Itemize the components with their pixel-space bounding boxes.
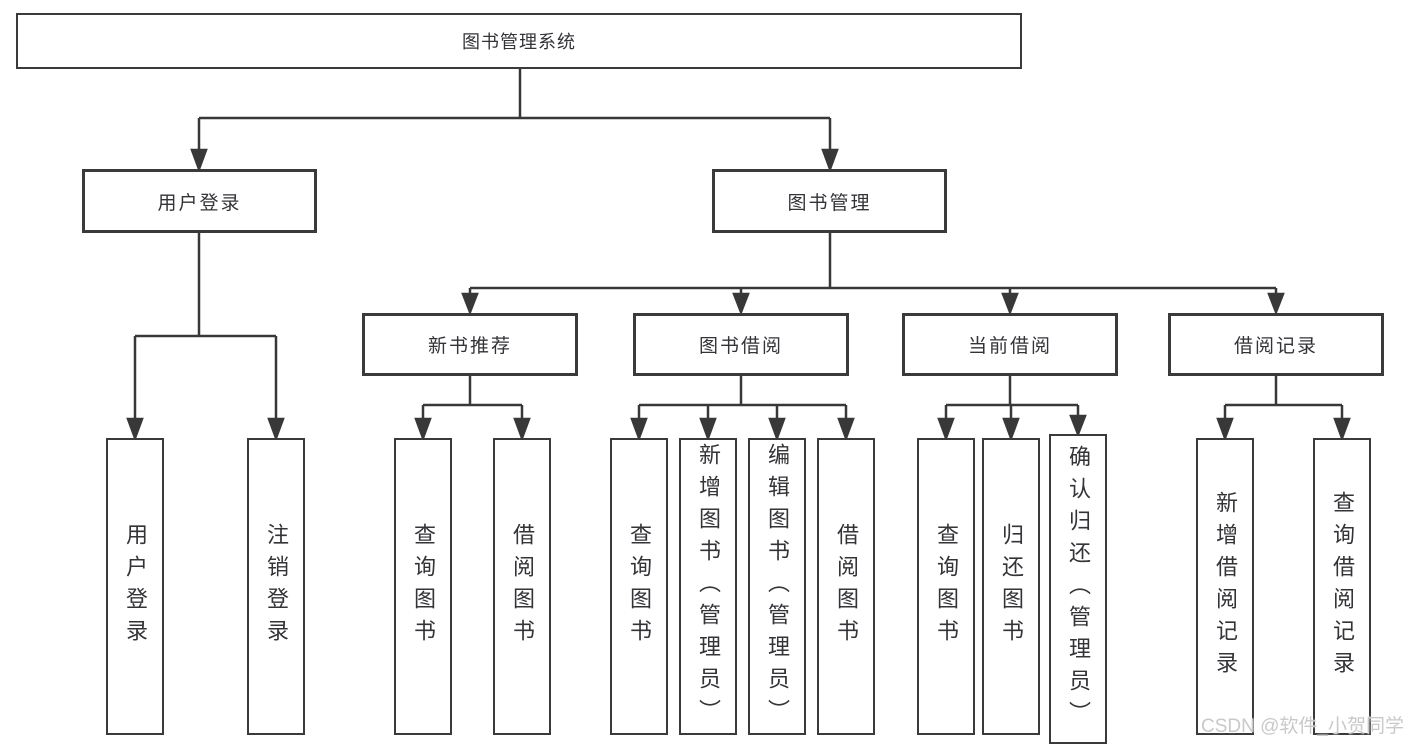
watermark: CSDN @软件_小贺同学 bbox=[1201, 716, 1404, 737]
node-label: 注销登录 bbox=[264, 522, 289, 651]
leaf-query-book-recommend: 查询图书 bbox=[394, 438, 452, 735]
node-label: 查询图书 bbox=[934, 522, 959, 651]
node-label: 图书管理 bbox=[787, 192, 872, 214]
node-book-management: 图书管理 bbox=[712, 169, 947, 233]
node-new-book-recommend: 新书推荐 bbox=[362, 313, 578, 376]
node-current-borrow: 当前借阅 bbox=[902, 313, 1118, 376]
node-label: 图书借阅 bbox=[698, 336, 783, 357]
node-label: 借阅记录 bbox=[1233, 336, 1318, 357]
node-label: 确认归还（管理员） bbox=[1066, 445, 1091, 733]
leaf-borrow-book-recommend: 借阅图书 bbox=[493, 438, 551, 735]
node-label: 归还图书 bbox=[999, 522, 1024, 651]
node-label: 新书推荐 bbox=[427, 336, 512, 357]
node-user-login: 用户登录 bbox=[82, 169, 317, 233]
node-borrow-records: 借阅记录 bbox=[1168, 313, 1384, 376]
node-label: 借阅图书 bbox=[834, 522, 859, 651]
leaf-confirm-return-admin: 确认归还（管理员） bbox=[1049, 434, 1107, 744]
node-label: 新增图书（管理员） bbox=[696, 442, 721, 731]
leaf-borrow-book: 借阅图书 bbox=[817, 438, 875, 735]
node-label: 用户登录 bbox=[123, 522, 148, 651]
leaf-edit-book-admin: 编辑图书（管理员） bbox=[748, 438, 806, 735]
node-library-management-system: 图书管理系统 bbox=[16, 13, 1022, 69]
node-label: 新增借阅记录 bbox=[1213, 490, 1238, 683]
node-label: 编辑图书（管理员） bbox=[765, 442, 790, 731]
leaf-add-book-admin: 新增图书（管理员） bbox=[679, 438, 737, 735]
node-label: 查询图书 bbox=[627, 522, 652, 651]
node-label: 图书管理系统 bbox=[462, 32, 576, 52]
leaf-user-login: 用户登录 bbox=[106, 438, 164, 735]
arrowheads bbox=[126, 118, 1351, 442]
node-label: 查询图书 bbox=[411, 522, 436, 651]
leaf-return-book: 归还图书 bbox=[982, 438, 1040, 735]
node-label: 查询借阅记录 bbox=[1330, 490, 1355, 683]
leaf-query-book-current: 查询图书 bbox=[917, 438, 975, 735]
leaf-query-borrow-record: 查询借阅记录 bbox=[1313, 438, 1371, 735]
node-label: 用户登录 bbox=[157, 192, 242, 214]
node-label: 借阅图书 bbox=[510, 522, 535, 651]
node-book-borrow: 图书借阅 bbox=[633, 313, 849, 376]
leaf-add-borrow-record: 新增借阅记录 bbox=[1196, 438, 1254, 735]
node-label: 当前借阅 bbox=[967, 336, 1052, 357]
leaf-query-book-borrow: 查询图书 bbox=[610, 438, 668, 735]
leaf-logout: 注销登录 bbox=[247, 438, 305, 735]
